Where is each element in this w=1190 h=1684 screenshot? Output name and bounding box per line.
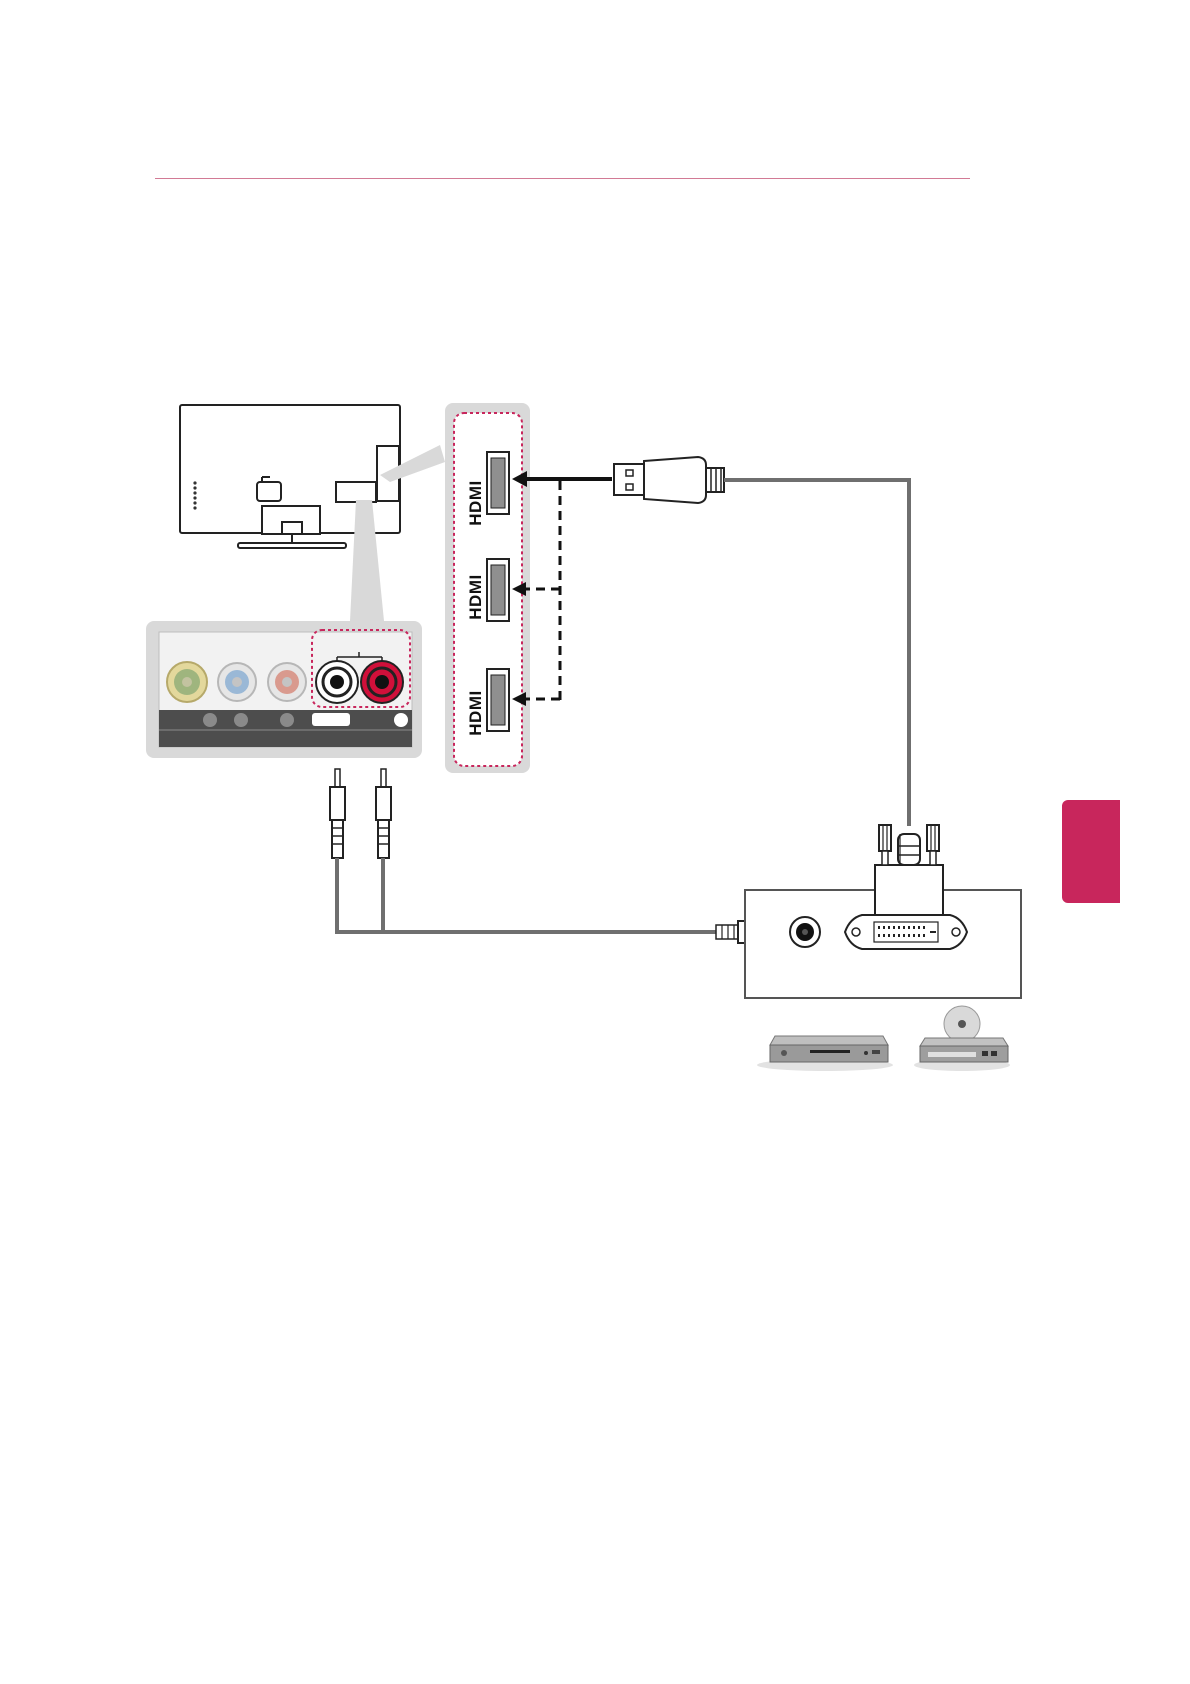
section-tab — [1062, 800, 1120, 903]
hdmi-logo-1: HDMI — [466, 480, 485, 525]
red-jack-dim — [268, 663, 306, 701]
hdmi-logo-3: HDMI — [466, 690, 485, 735]
video-jack — [167, 662, 207, 702]
hdmi-logo-2: HDMI — [466, 574, 485, 619]
audio-jack-left — [316, 661, 358, 703]
audio-rca-plugs — [330, 769, 391, 858]
av-input-panel — [146, 621, 422, 758]
disc-player-icon — [914, 1006, 1010, 1071]
dvi-plug-icon — [875, 825, 943, 915]
hdmi-plug-icon — [614, 457, 724, 503]
audio-jack-right — [361, 661, 403, 703]
dvd-player-icon — [757, 1036, 893, 1071]
blue-jack — [218, 663, 256, 701]
